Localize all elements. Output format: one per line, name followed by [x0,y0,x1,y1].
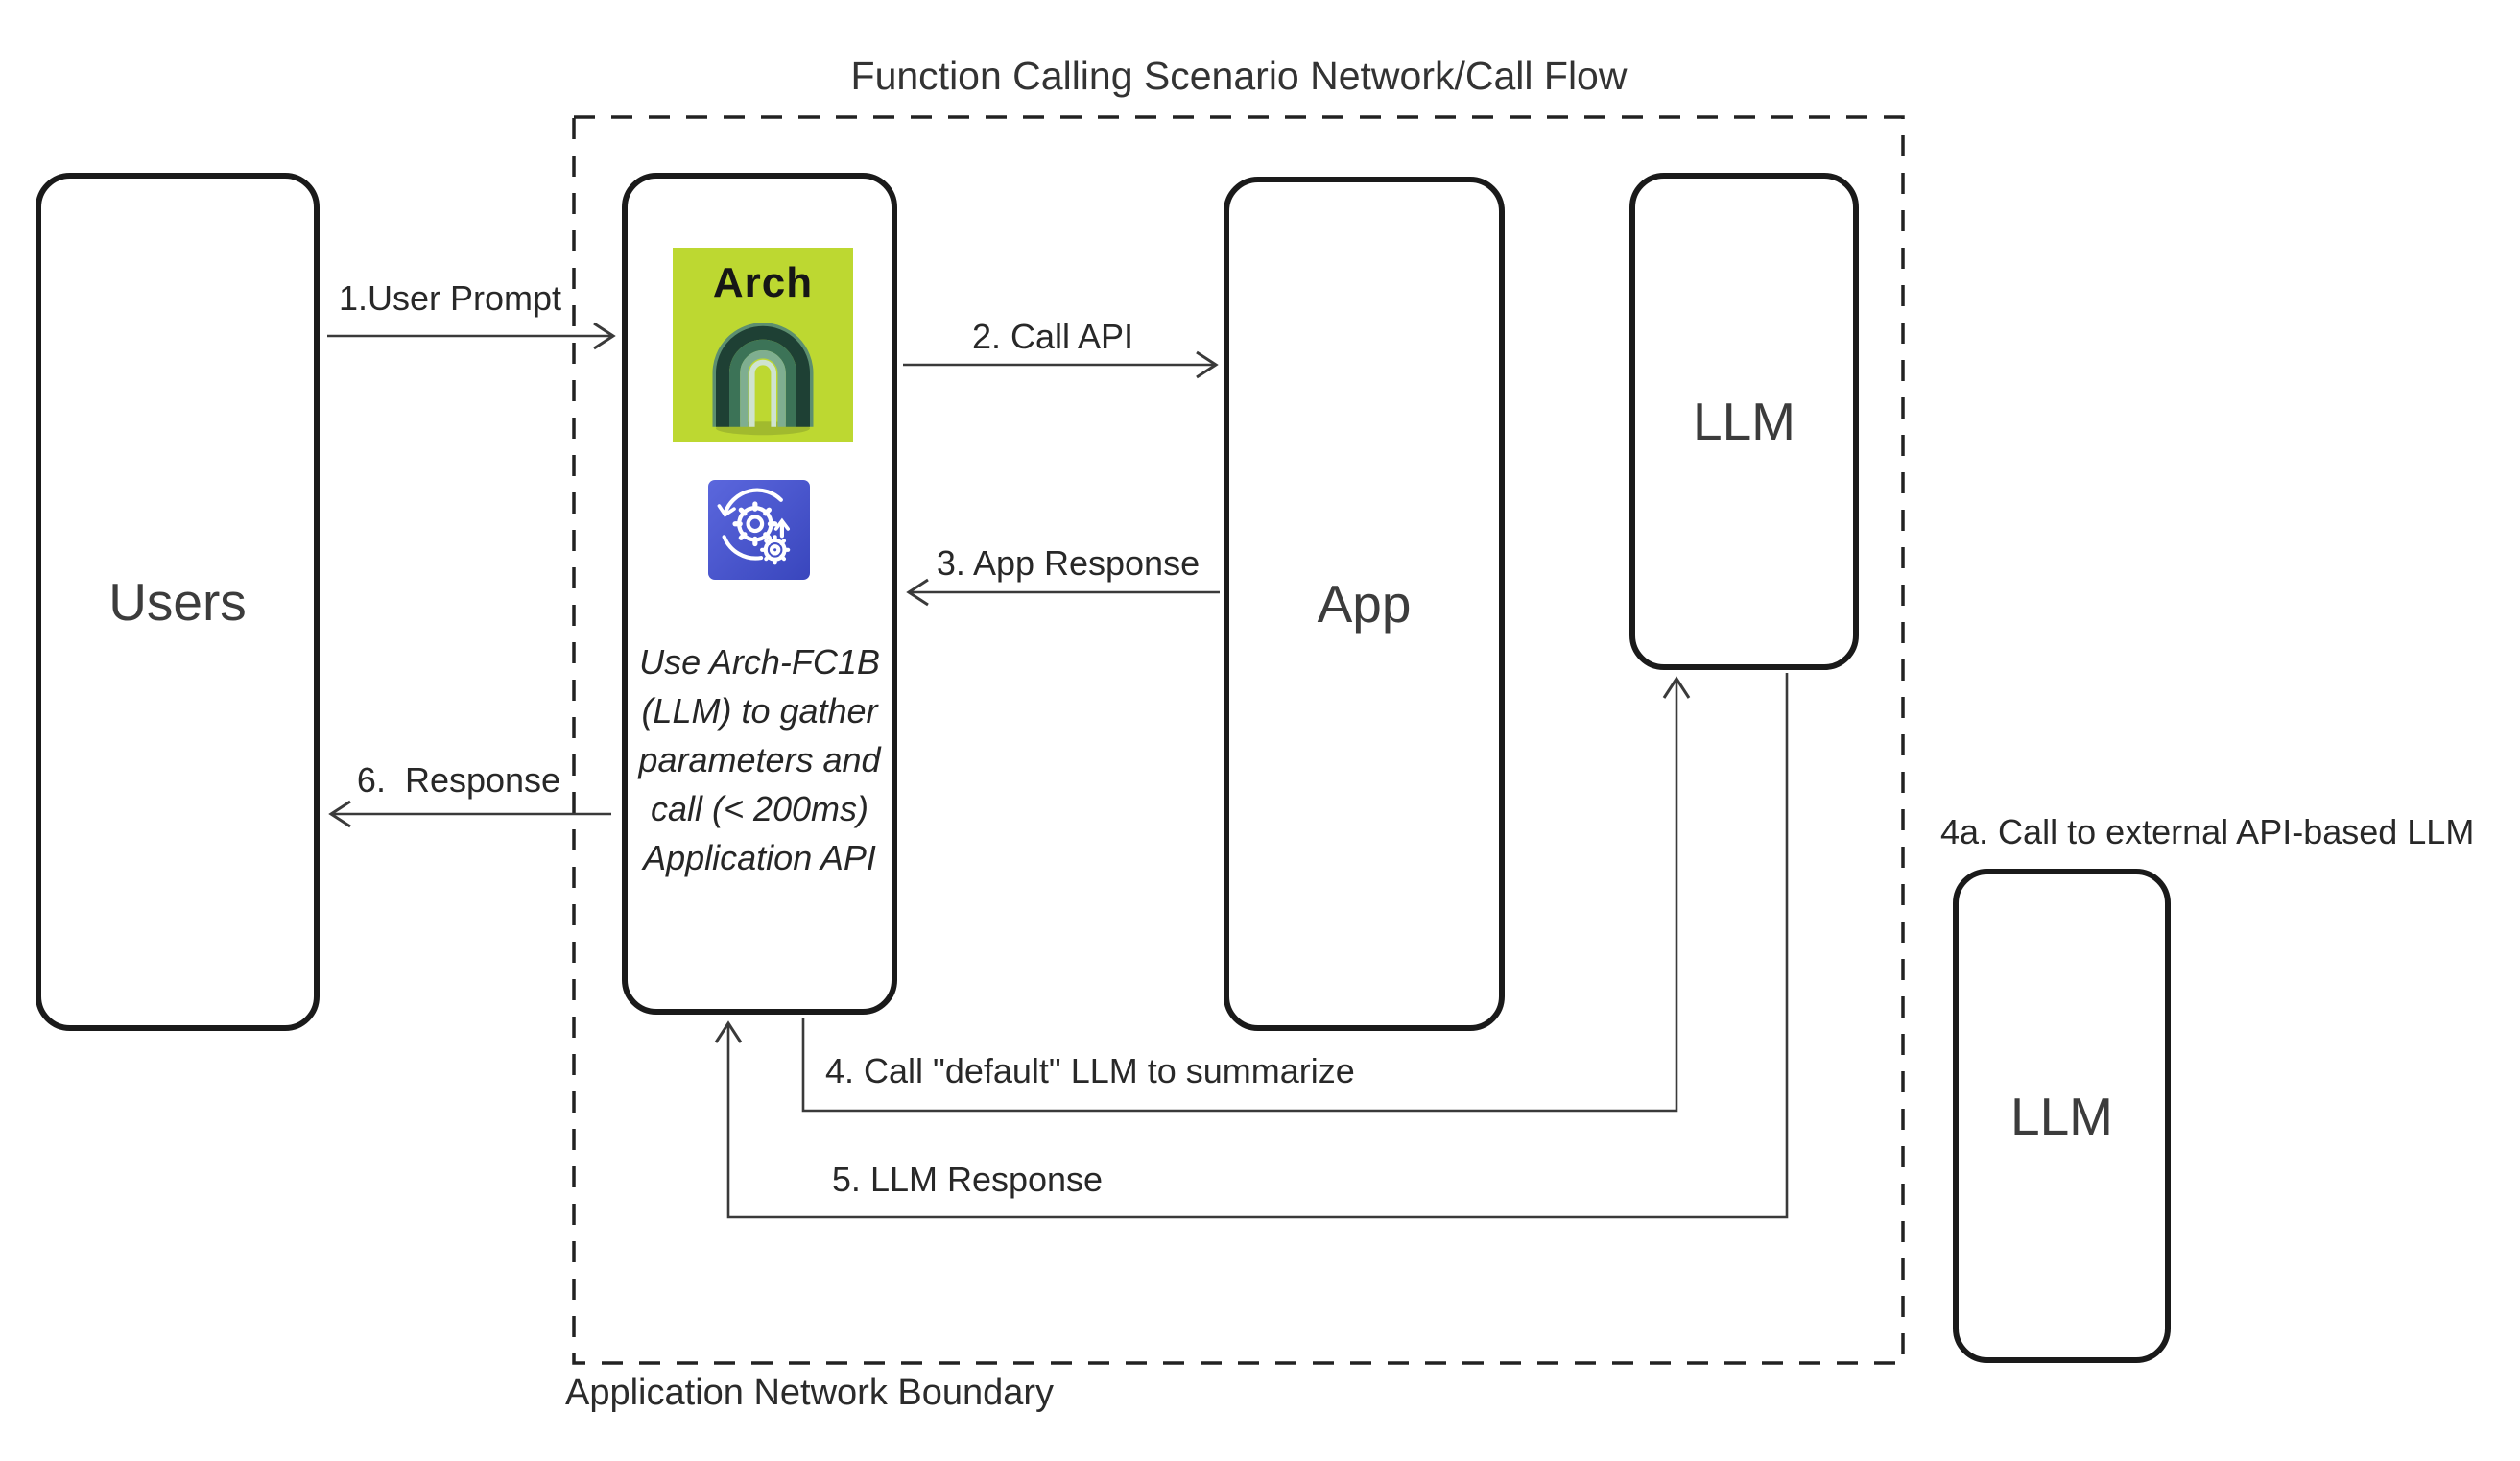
node-internal-llm: LLM [1629,173,1859,670]
page-title: Function Calling Scenario Network/Call F… [850,54,1628,98]
node-arch: Arch [622,173,897,1015]
boundary-label: Application Network Boundary [565,1373,1055,1413]
node-app: App [1224,177,1505,1031]
config-sync-glyph [717,488,791,565]
edge-label-app-response: 3. App Response [936,543,1201,583]
arch-ribbons-icon [712,323,814,436]
config-sync-icon [708,480,810,580]
external-llm-caption: 4a. Call to external API-based LLM [1940,812,2475,851]
internal-llm-label: LLM [1693,392,1795,451]
arch-logo: Arch [673,248,853,442]
node-users: Users [36,173,320,1031]
edge-label-user-prompt: 1.User Prompt [338,278,562,318]
edge-label-call-default-llm: 4. Call "default" LLM to summarize [825,1051,1355,1090]
edge-label-response: 6. Response [356,760,561,800]
external-llm-label: LLM [2010,1086,2113,1146]
edge-label-llm-response: 5. LLM Response [831,1160,1104,1199]
edge-llm-response-line [714,673,1789,1219]
users-label: Users [108,572,247,632]
edge-label-call-api: 2. Call API [971,317,1134,356]
arch-logo-wordmark: Arch [712,259,814,306]
app-label: App [1317,574,1412,634]
application-network-boundary-box [572,115,1905,1365]
node-external-llm: LLM [1953,869,2171,1363]
edge-call-default-llm-line [801,676,1691,1113]
arch-description: Use Arch-FC1B (LLM) to gather parameters… [638,642,881,877]
